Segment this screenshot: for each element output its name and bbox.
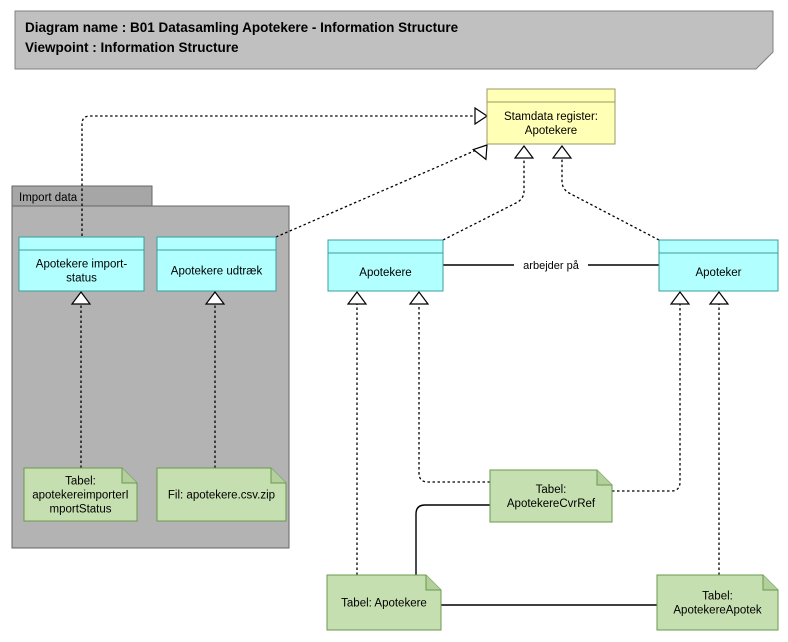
group-label: Import data	[19, 192, 78, 204]
note-fold-corner-icon	[270, 468, 286, 484]
node-label-line: Tabel:	[65, 476, 96, 488]
realization-arrowhead-icon	[551, 145, 573, 159]
node-label-line: Stamdata register:	[504, 111, 598, 123]
edge-labels-layer: arbejder på	[514, 258, 588, 273]
realization-arrowhead-icon	[346, 291, 368, 305]
edge-path	[275, 147, 482, 238]
node-label-line: Fil: apotekere.csv.zip	[168, 490, 275, 502]
edge-label-backing	[514, 258, 588, 273]
node-label-line: ApotekereApotek	[673, 605, 761, 617]
edge-edge-cvrref-to-apotekere[interactable]	[408, 291, 490, 483]
edge-edge-apotekereapotek-to-apoteker[interactable]	[708, 291, 730, 575]
node-fil-apotekere-csv-zip[interactable]: Fil: apotekere.csv.zip	[156, 467, 287, 522]
object-body	[327, 239, 444, 292]
edge-path	[418, 302, 490, 483]
node-apotekere-udtraek[interactable]: Apotekere udtræk	[156, 236, 277, 292]
realization-arrowhead-icon	[708, 291, 730, 305]
node-tabel-apotekereapotek[interactable]: Tabel: ApotekereApotek	[656, 574, 779, 631]
edge-label-text: arbejder på	[523, 260, 580, 272]
diagram-name-line: Diagram name : B01 Datasamling Apotekere…	[25, 20, 459, 35]
node-label-line: ApotekereCvrRef	[507, 498, 596, 510]
arrowhead-shape	[472, 144, 488, 161]
edge-edge-cvrref-to-tabel-apotekere[interactable]	[415, 504, 490, 575]
node-label-line: Tabel:	[702, 591, 733, 603]
edge-path	[612, 302, 681, 492]
node-apotekere-import-status[interactable]: Apotekere import-status	[18, 236, 145, 292]
edge-path	[415, 504, 490, 575]
edge-path	[561, 155, 660, 241]
note-body	[156, 467, 287, 522]
node-label-line: Apoteker	[695, 267, 741, 279]
realization-arrowhead-icon	[472, 144, 488, 161]
node-tabel-apotekere[interactable]: Tabel: Apotekere	[326, 574, 442, 631]
note-fold-corner-icon	[425, 575, 441, 591]
note-body	[326, 574, 442, 631]
node-stamdata-register-apotekere[interactable]: Stamdata register: Apotekere	[486, 88, 616, 145]
realization-arrowhead-icon	[204, 291, 226, 305]
edge-edge-apoteker-to-stamdata[interactable]	[551, 145, 660, 241]
node-label-line: status	[66, 273, 97, 285]
node-tabel-apotekerecvrref[interactable]: Tabel: ApotekereCvrRef	[489, 469, 613, 523]
realization-arrowhead-icon	[669, 291, 691, 305]
node-label-line: Apotekere import-	[36, 259, 128, 271]
edge-edge-tabel-importstatus-to-import-status[interactable]	[70, 291, 92, 468]
node-label-line: mportStatus	[50, 504, 112, 516]
node-label-line: Apotekere	[359, 267, 411, 279]
edge-edge-cvrref-to-apoteker[interactable]	[612, 291, 691, 492]
realization-arrowhead-icon	[474, 106, 489, 126]
edge-label-arbejder-paa: arbejder på	[514, 258, 588, 273]
object-body	[658, 239, 779, 292]
edge-edge-fil-zip-to-udtraek[interactable]	[204, 291, 226, 468]
edges-layer	[70, 106, 730, 606]
edge-edge-udtraek-to-stamdata[interactable]	[275, 140, 493, 238]
note-fold-corner-icon	[762, 575, 778, 591]
node-label-line: apotekereimporterI	[32, 490, 129, 502]
note-fold-corner-icon	[121, 468, 137, 484]
node-tabel-apotekereimporterimportstatus[interactable]: Tabel: apotekereimporterI mportStatus	[23, 467, 138, 522]
diagram-title-box: Diagram name : B01 Datasamling Apotekere…	[14, 10, 774, 70]
note-body	[656, 574, 779, 631]
node-label-line: Tabel: Apotekere	[341, 598, 427, 610]
object-body	[486, 88, 616, 145]
node-label-line: Apotekere udtræk	[171, 266, 263, 278]
note-fold-corner-icon	[596, 470, 612, 486]
node-label-line: Tabel:	[536, 484, 567, 496]
edge-path	[442, 155, 525, 241]
object-body	[18, 236, 145, 292]
note-body	[23, 467, 138, 522]
edge-edge-tabel-apotekere-to-apotekere[interactable]	[346, 291, 368, 575]
node-apotekere[interactable]: Apotekere	[327, 239, 444, 292]
title-box-shape	[14, 10, 774, 70]
edge-edge-apotekere-to-stamdata[interactable]	[442, 145, 535, 241]
realization-arrowhead-icon	[70, 291, 92, 305]
object-body	[156, 236, 277, 292]
edge-path	[81, 115, 479, 291]
node-apoteker[interactable]: Apoteker	[658, 239, 779, 292]
realization-arrowhead-icon	[513, 145, 535, 159]
node-label-line: Apotekere	[525, 125, 577, 137]
edge-edge-import-status-to-stamdata[interactable]	[81, 106, 489, 291]
note-body	[489, 469, 613, 523]
viewpoint-line: Viewpoint : Information Structure	[25, 40, 239, 55]
realization-arrowhead-icon	[408, 291, 430, 305]
